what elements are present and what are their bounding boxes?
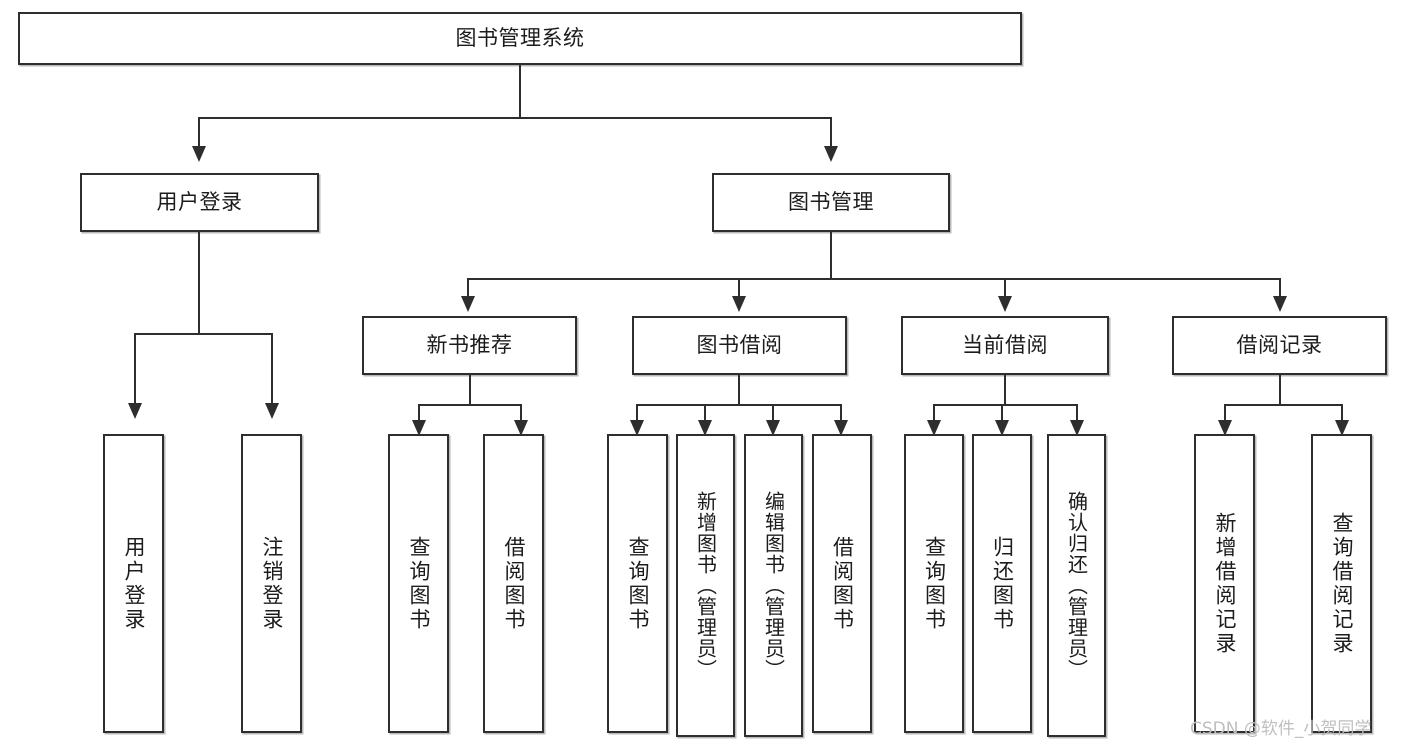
connector-book-mgmt-to-new-book	[467, 278, 469, 298]
leaf-user-login-login[interactable]: 用户登录	[103, 434, 164, 733]
connector-current-borrow-stem	[1004, 375, 1006, 406]
arrowhead-borrow-record-leaf-1	[1218, 420, 1232, 436]
connector-new-book-stem	[469, 375, 471, 406]
node-label: 注销登录	[260, 535, 284, 632]
connector-borrow-record-to-leaf-1	[1224, 404, 1226, 422]
node-label: 查询图书	[922, 535, 947, 632]
arrowhead-book-mgmt-current-borrow	[998, 296, 1012, 312]
connector-user-login-stem	[198, 232, 200, 335]
node-label: 借阅图书	[830, 535, 855, 632]
node-label: 查询图书	[626, 535, 650, 632]
arrowhead-borrow-record-leaf-2	[1335, 420, 1349, 436]
connector-current-borrow-to-leaf-2	[1001, 404, 1003, 422]
arrowhead-book-borrow-leaf-1	[630, 420, 644, 436]
arrowhead-new-book-leaf-1	[412, 420, 426, 436]
connector-borrow-record-stem	[1279, 375, 1281, 406]
node-label: 用户登录	[122, 535, 146, 632]
node-label: 新增图书（管理员）	[693, 491, 718, 680]
connector-borrow-record-to-leaf-2	[1341, 404, 1343, 422]
connector-book-borrow-to-leaf-3	[772, 404, 774, 422]
arrowhead-current-borrow-leaf-2	[995, 420, 1009, 436]
connector-book-mgmt-stem	[830, 232, 832, 280]
connector-current-borrow-bus	[933, 404, 1077, 406]
connector-book-borrow-to-leaf-4	[840, 404, 842, 422]
leaf-current-borrow-query[interactable]: 查询图书	[904, 434, 964, 733]
arrowhead-current-borrow-leaf-3	[1070, 420, 1084, 436]
arrowhead-book-borrow-leaf-4	[834, 420, 848, 436]
arrowhead-book-mgmt-new-book	[461, 296, 475, 312]
connector-book-mgmt-to-current-borrow	[1004, 278, 1006, 298]
node-label: 当前借阅	[962, 333, 1048, 358]
arrowhead-user-login-leaf-2	[265, 403, 279, 419]
node-label: 借阅图书	[502, 535, 526, 632]
node-label: 编辑图书（管理员）	[761, 491, 786, 680]
arrowhead-root-to-book-mgmt	[824, 146, 838, 162]
connector-user-login-bus	[134, 333, 272, 335]
connector-book-borrow-stem	[738, 375, 740, 406]
arrowhead-book-mgmt-borrow-record	[1273, 296, 1287, 312]
node-label: 查询借阅记录	[1330, 511, 1354, 656]
connector-book-mgmt-to-borrow-record	[1279, 278, 1281, 298]
node-label: 新书推荐	[426, 333, 513, 358]
connector-book-mgmt-to-book-borrow	[738, 278, 740, 298]
connector-current-borrow-to-leaf-3	[1076, 404, 1078, 422]
arrowhead-book-mgmt-book-borrow	[732, 296, 746, 312]
leaf-book-borrow-borrow[interactable]: 借阅图书	[812, 434, 872, 733]
node-user-login[interactable]: 用户登录	[80, 173, 319, 232]
leaf-new-book-borrow[interactable]: 借阅图书	[483, 434, 544, 733]
connector-book-borrow-to-leaf-1	[636, 404, 638, 422]
node-current-borrow[interactable]: 当前借阅	[901, 316, 1109, 375]
arrowhead-new-book-leaf-2	[514, 420, 528, 436]
csdn-watermark: CSDN @软件_小贺同学	[1190, 719, 1372, 739]
leaf-book-borrow-edit-admin[interactable]: 编辑图书（管理员）	[744, 434, 803, 737]
connector-root-to-book-mgmt	[830, 117, 832, 149]
node-book-management[interactable]: 图书管理	[712, 173, 950, 232]
node-borrow-record[interactable]: 借阅记录	[1172, 316, 1387, 375]
connector-root-bus	[198, 117, 832, 119]
leaf-book-borrow-add-admin[interactable]: 新增图书（管理员）	[676, 434, 735, 737]
arrowhead-book-borrow-leaf-2	[698, 420, 712, 436]
connector-root-to-user-login	[198, 117, 200, 149]
connector-new-book-bus	[418, 404, 521, 406]
leaf-user-login-logout[interactable]: 注销登录	[241, 434, 302, 733]
node-label: 查询图书	[407, 535, 431, 632]
leaf-book-borrow-query[interactable]: 查询图书	[607, 434, 668, 733]
node-label: 图书管理系统	[455, 26, 585, 51]
node-label: 图书管理	[788, 190, 874, 215]
connector-user-login-to-leaf-1	[134, 333, 136, 406]
connector-new-book-to-leaf-2	[520, 404, 522, 422]
leaf-borrow-record-query[interactable]: 查询借阅记录	[1311, 434, 1372, 733]
leaf-current-borrow-return[interactable]: 归还图书	[972, 434, 1032, 733]
arrowhead-root-to-user-login	[192, 146, 206, 162]
arrowhead-current-borrow-leaf-1	[927, 420, 941, 436]
node-label: 借阅记录	[1236, 333, 1323, 358]
node-label: 新增借阅记录	[1213, 511, 1237, 656]
node-new-book-recommend[interactable]: 新书推荐	[362, 316, 577, 375]
connector-book-mgmt-bus	[467, 278, 1281, 280]
leaf-new-book-query[interactable]: 查询图书	[388, 434, 449, 733]
connector-current-borrow-to-leaf-1	[933, 404, 935, 422]
node-label: 图书借阅	[696, 333, 783, 358]
leaf-borrow-record-add[interactable]: 新增借阅记录	[1194, 434, 1255, 733]
arrowhead-book-borrow-leaf-3	[766, 420, 780, 436]
connector-book-borrow-bus	[636, 404, 842, 406]
node-root-system[interactable]: 图书管理系统	[18, 12, 1022, 65]
node-label: 归还图书	[990, 535, 1015, 632]
connector-new-book-to-leaf-1	[418, 404, 420, 422]
node-label: 用户登录	[156, 190, 243, 215]
node-label: 确认归还（管理员）	[1064, 491, 1089, 680]
node-book-borrow[interactable]: 图书借阅	[632, 316, 847, 375]
connector-root-stem	[519, 65, 521, 118]
connector-user-login-to-leaf-2	[271, 333, 273, 406]
connector-book-borrow-to-leaf-2	[704, 404, 706, 422]
connector-borrow-record-bus	[1224, 404, 1342, 406]
leaf-current-borrow-confirm-admin[interactable]: 确认归还（管理员）	[1047, 434, 1106, 737]
arrowhead-user-login-leaf-1	[128, 403, 142, 419]
